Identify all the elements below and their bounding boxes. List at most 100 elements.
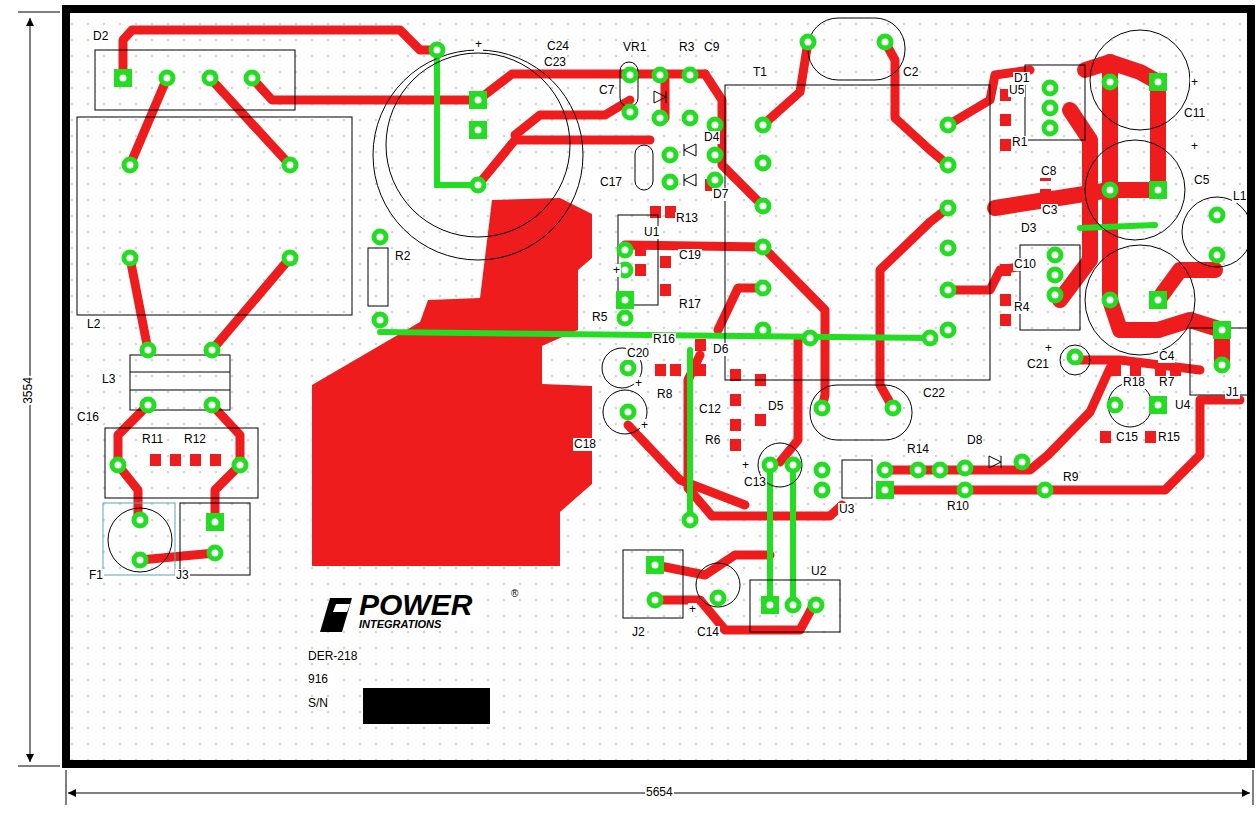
part-label: R14: [906, 443, 930, 456]
solder-pad: [1149, 73, 1167, 91]
bottom-trace: [437, 50, 478, 185]
solder-pad: [1209, 247, 1226, 264]
solder-pad: [707, 147, 724, 164]
copper-trace: [948, 70, 1030, 125]
smd-pad: [730, 394, 741, 406]
copper-trace: [880, 208, 948, 408]
part-label: C17: [599, 176, 623, 189]
solder-pad: [1042, 120, 1059, 137]
solder-pad: [1214, 357, 1231, 374]
smd-pad: [650, 206, 661, 218]
part-label: C9: [703, 41, 720, 54]
smd-pad: [170, 454, 181, 466]
part-label: D3: [1020, 222, 1037, 235]
diode-symbol: [989, 456, 1001, 468]
part-label: C7: [598, 84, 615, 97]
part-label: C11: [1183, 107, 1206, 120]
part-label: U5: [1008, 84, 1025, 97]
part-label: C5: [1193, 174, 1210, 187]
part-label: C10: [1013, 258, 1037, 271]
solder-pad: [755, 322, 772, 339]
smd-pad: [190, 454, 201, 466]
part-label: J2: [631, 626, 646, 639]
solder-pad: [652, 110, 669, 127]
power-trace: [1085, 62, 1158, 82]
solder-pad: [814, 400, 831, 417]
solder-pad: [1102, 74, 1119, 91]
solder-pad: [682, 512, 699, 529]
smd-pad: [1100, 431, 1111, 443]
part-outline: [386, 53, 570, 237]
smd-pad: [730, 439, 741, 451]
solder-pad: [940, 200, 957, 217]
solder-pad: [932, 462, 949, 479]
solder-pad: [622, 67, 639, 84]
solder-pad: [372, 312, 389, 329]
part-label: C14: [696, 626, 720, 639]
part-outline: [368, 248, 388, 306]
solder-pad: [876, 481, 894, 499]
part-label: L3: [101, 373, 116, 386]
solder-pad: [814, 462, 831, 479]
part-label: U2: [810, 565, 827, 578]
solder-pad: [110, 457, 127, 474]
solder-pad: [1209, 207, 1226, 224]
part-label: C16: [76, 411, 100, 424]
part-label: ®: [510, 588, 519, 599]
power-trace: [995, 190, 1158, 208]
solder-pad: [662, 147, 679, 164]
part-label: C21: [1026, 358, 1050, 371]
solder-pad: [785, 457, 802, 474]
solder-pad: [204, 397, 221, 414]
part-label: INTEGRATIONS: [358, 618, 442, 630]
diode-symbol: [654, 91, 666, 103]
solder-pad: [620, 360, 637, 377]
part-label: 3554: [22, 376, 35, 405]
part-outline: [77, 117, 352, 315]
solder-pad: [652, 67, 669, 84]
part-outline: [1085, 140, 1185, 240]
solder-pad: [802, 330, 819, 347]
part-outline: [108, 508, 172, 572]
solder-pad: [755, 280, 772, 297]
part-label: R11: [141, 433, 164, 446]
part-label: R18: [1122, 376, 1146, 389]
solder-pad: [910, 462, 927, 479]
part-label: C2: [902, 66, 919, 79]
solder-pad: [682, 110, 699, 127]
copper-trace: [118, 465, 138, 520]
part-outline: [103, 503, 175, 575]
solder-pad: [1042, 100, 1059, 117]
board-edge: [66, 9, 1251, 764]
solder-pad: [140, 342, 157, 359]
solder-pad: [755, 117, 772, 134]
smd-pad: [1130, 364, 1141, 376]
part-label: C20: [626, 347, 650, 360]
solder-pad: [470, 177, 487, 194]
smd-pad: [635, 244, 646, 256]
copper-trace: [478, 74, 705, 100]
solder-pad: [877, 34, 894, 51]
solder-pad: [761, 596, 779, 614]
solder-pad: [755, 239, 772, 256]
part-label: U1: [643, 226, 660, 239]
part-label: 916: [307, 673, 329, 686]
copper-trace: [130, 258, 148, 350]
part-label: R9: [1062, 471, 1079, 484]
smd-pad: [695, 339, 706, 351]
logo-mark: [320, 598, 352, 632]
part-label: DER-218: [307, 650, 358, 663]
copper-trace: [252, 78, 478, 100]
solder-pad: [957, 460, 974, 477]
bottom-trace: [790, 465, 796, 605]
part-label: R1: [1011, 136, 1028, 149]
solder-pad: [1042, 80, 1059, 97]
part-label: +: [612, 264, 621, 277]
solder-pad: [206, 513, 224, 531]
part-label: C19: [678, 249, 702, 262]
solder-pad: [1107, 397, 1124, 414]
part-label: R16: [652, 333, 676, 346]
smd-pad: [670, 364, 681, 376]
part-label: L2: [86, 318, 101, 331]
solder-pad: [1014, 454, 1031, 471]
